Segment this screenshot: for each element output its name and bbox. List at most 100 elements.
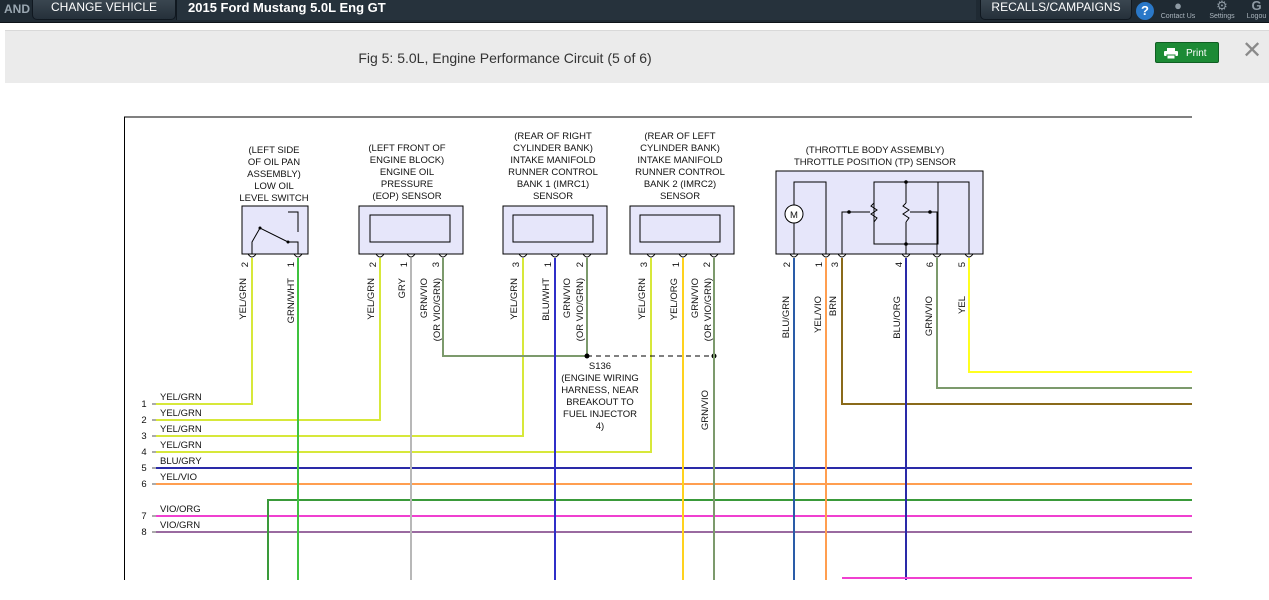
- close-icon[interactable]: ✕: [1241, 37, 1263, 64]
- vehicle-name: 2015 Ford Mustang 5.0L Eng GT: [176, 0, 976, 20]
- wire-label-tp-3: BRN: [828, 296, 839, 316]
- tp-pin-3: [837, 253, 847, 258]
- wire-label-oil-1: YEL/GRN: [238, 278, 249, 320]
- imrc1-sensor-inner: [512, 214, 594, 243]
- imrc1-sensor-label-line-6: SENSOR: [533, 191, 573, 202]
- pin-number-imrc1_sensor-3: 2: [575, 262, 586, 267]
- oil-switch-label-line-3: ASSEMBLY): [247, 169, 301, 180]
- tp-pin-1: [821, 253, 831, 258]
- bus-number-7: 7: [141, 511, 146, 522]
- splice-s136-label-line-6: 4): [596, 421, 604, 432]
- wire-label-imrc2-4: (OR VIO/GRN): [703, 278, 714, 341]
- pin-number-tp_sensor-6: 5: [957, 262, 968, 267]
- oil-switch-label-line-5: LEVEL SWITCH: [239, 193, 308, 204]
- logout-icon: G: [1251, 0, 1262, 13]
- top-navigation-bar: AND CHANGE VEHICLE 2015 Ford Mustang 5.0…: [0, 0, 1269, 23]
- bus-number-4: 4: [141, 447, 146, 458]
- imrc2-sensor-box: [629, 205, 735, 255]
- wire-tp-pin5: [968, 258, 1192, 373]
- eop-sensor-label-line-2: ENGINE BLOCK): [370, 155, 444, 166]
- print-button[interactable]: Print: [1155, 42, 1219, 63]
- pin-number-imrc2_sensor-2: 1: [671, 262, 682, 267]
- imrc2-sensor-label-line-3: INTAKE MANIFOLD: [637, 155, 722, 166]
- wires-layer: [152, 258, 1192, 580]
- tp-sensor-box: [775, 170, 984, 255]
- wire-label-imrc2-lower: GRN/VIO: [700, 390, 711, 430]
- tp-node-wiper-2: [928, 210, 932, 214]
- bus-label-1: YEL/GRN: [160, 392, 202, 403]
- wire-label-eop-3: GRN/VIO: [419, 278, 430, 318]
- chat-bubble-icon: ●: [1174, 0, 1182, 13]
- oil-switch-contact-dot: [286, 240, 290, 244]
- tp-sensor-label-line-1: (THROTTLE BODY ASSEMBLY): [806, 145, 944, 156]
- imrc2-sensor-label-line-1: (REAR OF LEFT: [644, 131, 715, 142]
- imrc2-pin-1: [678, 253, 688, 258]
- wire-label-tp-4: BLU/ORG: [892, 296, 903, 339]
- wire-label-tp-6: YEL: [957, 296, 968, 314]
- print-label: Print: [1186, 48, 1207, 59]
- imrc1-sensor-label-line-1: (REAR OF RIGHT: [514, 131, 592, 142]
- imrc2-sensor-label-line-5: BANK 2 (IMRC2): [644, 179, 716, 190]
- component-boxes: [241, 170, 984, 258]
- figure-title: Fig 5: 5.0L, Engine Performance Circuit …: [358, 50, 652, 66]
- wire-label-imrc1-1: YEL/GRN: [509, 278, 520, 320]
- help-icon[interactable]: ?: [1136, 2, 1154, 20]
- wire-label-imrc2-3: GRN/VIO: [690, 278, 701, 318]
- oil-switch-contact: [251, 227, 299, 254]
- recalls-campaigns-button[interactable]: RECALLS/CAMPAIGNS: [980, 0, 1132, 20]
- eop-sensor-label-line-1: (LEFT FRONT OF: [368, 143, 445, 154]
- oil-switch-label-line-2: OF OIL PAN: [248, 157, 300, 168]
- imrc2-sensor-label-line-2: CYLINDER BANK): [640, 143, 720, 154]
- tp-node-top: [904, 180, 908, 184]
- pin-number-tp_sensor-3: 3: [830, 262, 841, 267]
- wire-label-tp-5: GRN/VIO: [924, 296, 935, 336]
- tp-pin-5: [964, 253, 974, 258]
- bus-number-6: 6: [141, 479, 146, 490]
- imrc1-pin-3: [518, 253, 528, 258]
- pin-number-imrc1_sensor-2: 1: [543, 262, 554, 267]
- pin-number-tp_sensor-1: 2: [782, 262, 793, 267]
- settings-button[interactable]: ⚙ Settings: [1204, 0, 1240, 22]
- wire-tp-pin3: [841, 258, 1192, 405]
- logout-button[interactable]: G Logou: [1244, 0, 1269, 22]
- imrc1-sensor-label-line-4: RUNNER CONTROL: [508, 167, 598, 178]
- contact-us-label: Contact Us: [1160, 13, 1196, 20]
- bus-number-8: 8: [141, 527, 146, 538]
- bus-label-2: YEL/GRN: [160, 408, 202, 419]
- pin-number-eop_sensor-2: 1: [399, 262, 410, 267]
- tp-pin-4: [901, 253, 911, 258]
- imrc1-sensor-box: [502, 205, 608, 255]
- wire-bus-3: [156, 258, 524, 437]
- motor-lead-top: [793, 181, 827, 254]
- tp-node-bottom: [904, 242, 908, 246]
- oil-switch-pin-2: [247, 253, 257, 258]
- tp-resistor-1: [870, 202, 878, 223]
- tp-node-wiper-1: [847, 210, 851, 214]
- imrc2-pin-3: [646, 253, 656, 258]
- imrc1-pin-1: [550, 253, 560, 258]
- oil-switch-pin-1: [293, 253, 303, 258]
- wire-label-eop-2: GRY: [397, 277, 408, 298]
- pin-number-tp_sensor-4: 4: [894, 262, 905, 267]
- eop-pin-1: [406, 253, 416, 258]
- tp-wiper-2: [910, 211, 938, 254]
- bus-label-7: VIO/ORG: [160, 504, 201, 515]
- splice-s136-label-line-4: BREAKOUT TO: [566, 397, 634, 408]
- brand-fragment: AND: [4, 2, 30, 16]
- wire-label-imrc2-1: YEL/GRN: [637, 278, 648, 320]
- splice-s136-label-line-1: S136: [589, 361, 611, 372]
- imrc2-sensor-label-line-4: RUNNER CONTROL: [635, 167, 725, 178]
- change-vehicle-button[interactable]: CHANGE VEHICLE: [32, 0, 176, 20]
- motor-symbol-letter: M: [790, 210, 798, 221]
- contact-us-button[interactable]: ● Contact Us: [1160, 0, 1196, 22]
- pin-number-eop_sensor-1: 2: [368, 262, 379, 267]
- wire-grn-horizontal: [267, 499, 1192, 580]
- logout-label: Logou: [1246, 13, 1267, 20]
- oil-switch-label-line-4: LOW OIL: [254, 181, 294, 192]
- tp-wiper-1: [841, 211, 870, 254]
- tp-resistor-2: [902, 202, 910, 223]
- bus-number-1: 1: [141, 399, 146, 410]
- oil-switch-pivot: [258, 226, 262, 230]
- eop-sensor-label-line-3: ENGINE OIL: [380, 167, 434, 178]
